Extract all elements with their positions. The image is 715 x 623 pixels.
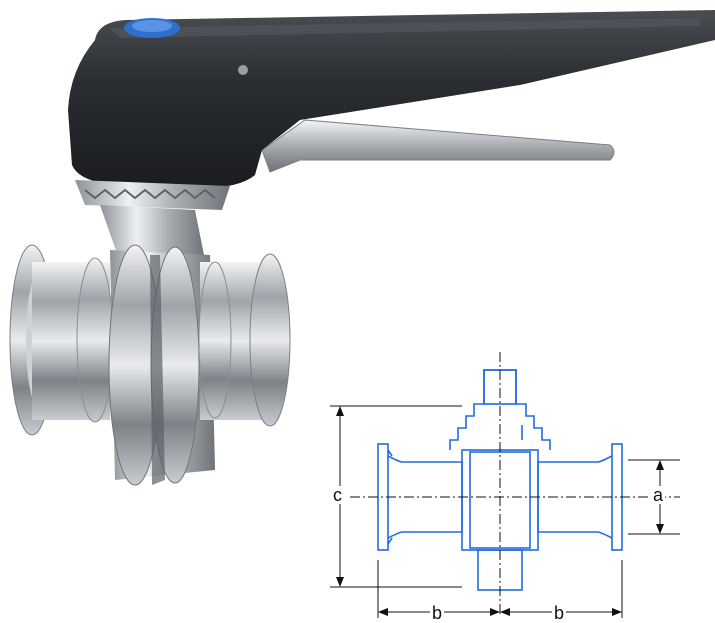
dimension-label-b-left: b — [430, 603, 445, 623]
handle-body — [68, 10, 715, 188]
dimension-label-a: a — [651, 485, 666, 505]
dimension-label-c: c — [331, 485, 344, 505]
dimension-label-b-right: b — [552, 603, 567, 623]
release-lever — [261, 119, 615, 173]
center-lines — [350, 352, 680, 616]
dimension-lines — [330, 405, 680, 618]
dimension-arrows — [336, 406, 664, 616]
